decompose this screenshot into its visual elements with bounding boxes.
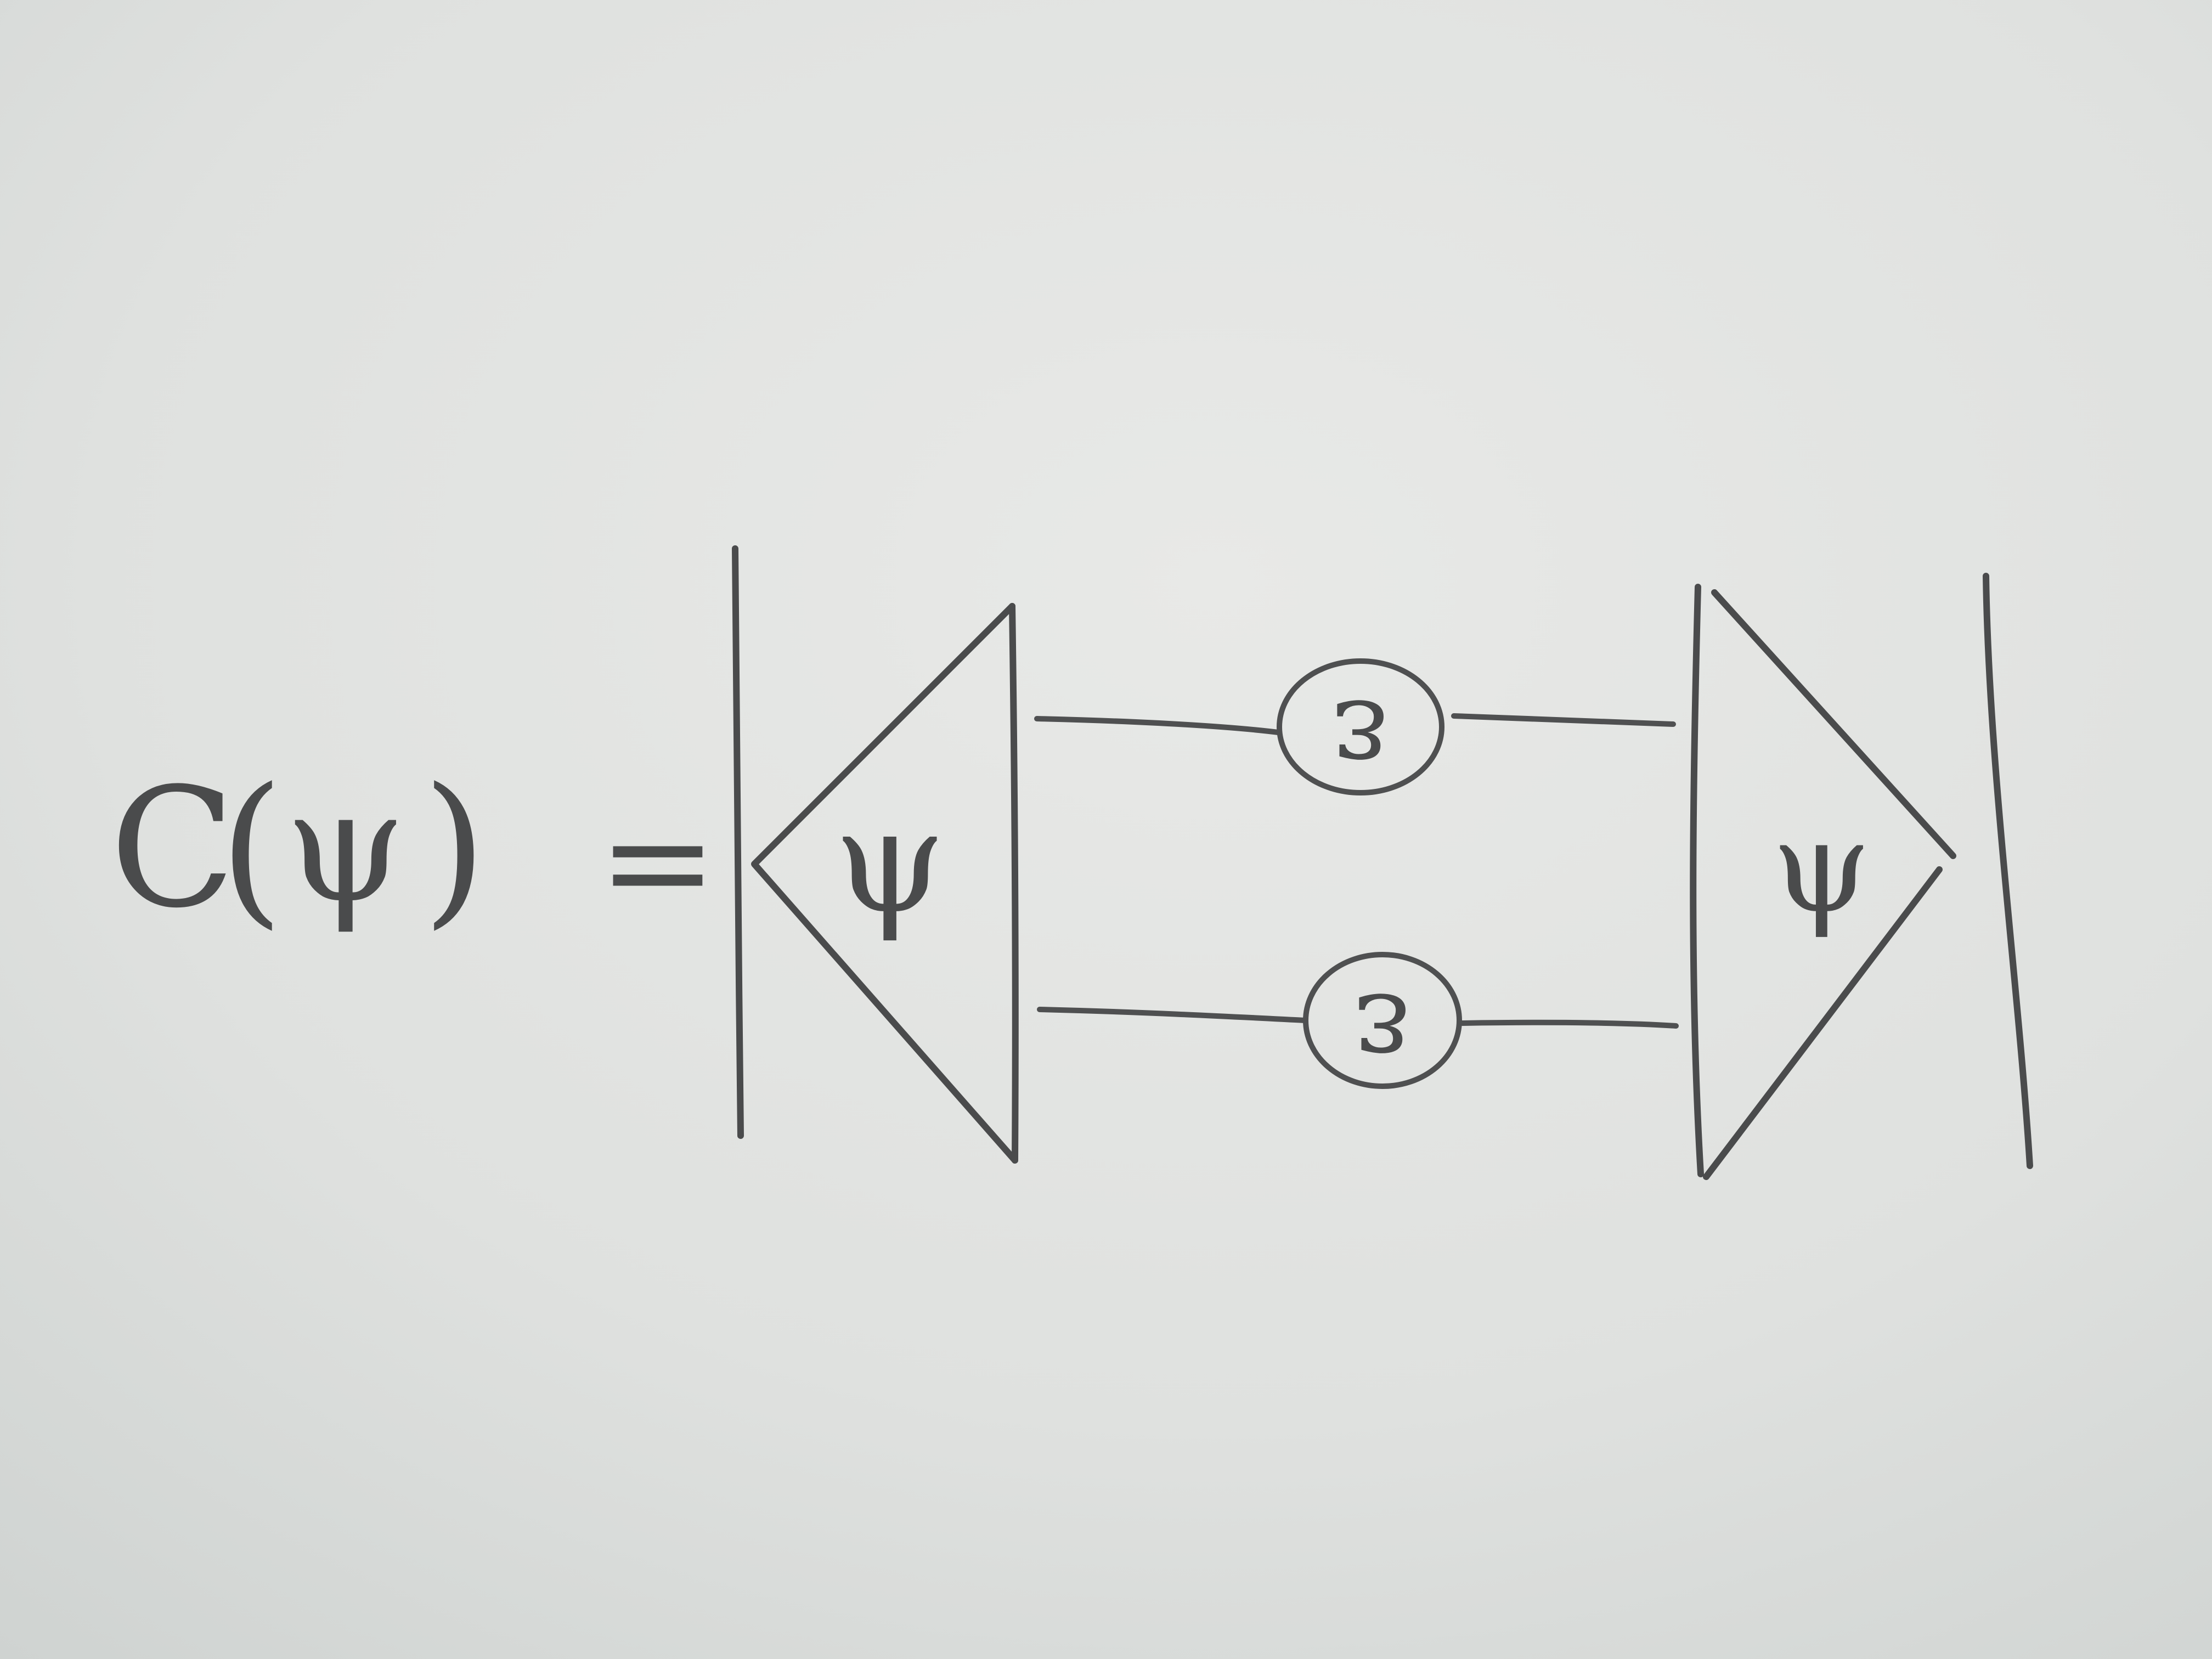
upper-node: ε <box>1277 658 1444 804</box>
open-paren: ( <box>219 753 284 944</box>
upper-node-circle <box>1277 658 1444 795</box>
right-tensor: ψ <box>1690 584 1956 1180</box>
right-tensor-label: ψ <box>1772 794 1871 941</box>
upper-wire-right <box>1451 713 1676 727</box>
left-tensor-label: ψ <box>834 779 946 945</box>
left-tensor-edges <box>751 603 1018 1164</box>
lower-wire-right <box>1459 1019 1679 1029</box>
left-tensor: ψ <box>751 603 1019 1164</box>
lower-wire-left <box>1037 1007 1308 1023</box>
lower-node: ε <box>1303 952 1462 1097</box>
upper-wire-left <box>1034 716 1281 735</box>
right-tensor-lower-edge <box>1703 866 1943 1180</box>
close-paren: ) <box>422 753 487 944</box>
lower-node-circle <box>1303 952 1462 1089</box>
argument-symbol: ψ <box>285 758 406 936</box>
left-tensor-right-edge <box>1009 603 1019 1164</box>
right-tensor-left-edge <box>1690 584 1704 1177</box>
right-tensor-upper-edge <box>1711 589 1956 859</box>
upper-node-label: ε <box>1332 676 1389 804</box>
left-boundary-line <box>732 545 744 1139</box>
function-symbol: C <box>110 753 236 944</box>
lower-node-label: ε <box>1354 969 1411 1097</box>
equals-sign: = <box>598 779 718 945</box>
right-boundary-line <box>1983 573 2033 1169</box>
equation-lhs: C ( ψ ) <box>110 753 487 944</box>
